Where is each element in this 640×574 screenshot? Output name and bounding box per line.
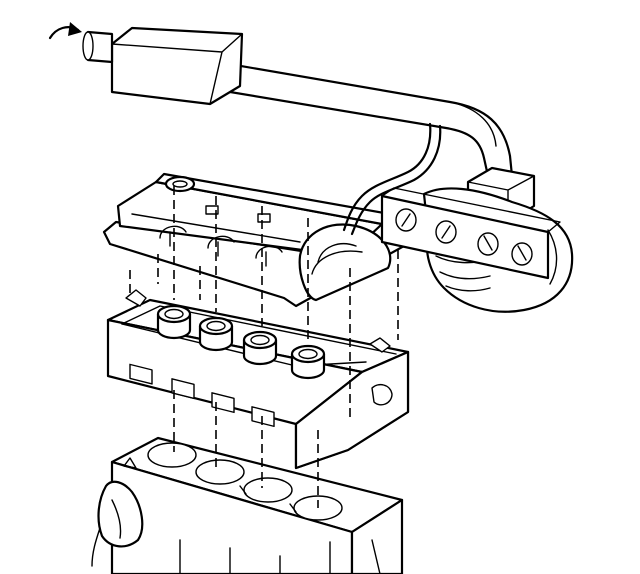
intake-duct	[204, 58, 514, 178]
spark-plug-well-1	[156, 304, 192, 340]
cylinder-head	[106, 289, 410, 470]
coil-connector-2	[435, 220, 457, 244]
camshaft-cover	[102, 172, 406, 308]
spark-plug-wells	[156, 304, 326, 380]
alignment-lines	[129, 186, 399, 508]
coil-connector-4	[511, 242, 533, 266]
spark-plug-well-4	[290, 344, 326, 380]
air-cleaner-housing	[82, 26, 244, 106]
ignition-coil-bracket	[380, 187, 561, 280]
coil-connector-3	[477, 232, 499, 256]
airflow-arrow-icon	[48, 22, 82, 40]
cylinder-block	[110, 436, 404, 574]
spark-plug-well-3	[242, 330, 278, 366]
coil-connector-1	[395, 208, 417, 232]
left-hand	[91, 480, 144, 567]
spark-plug-well-2	[198, 316, 234, 352]
